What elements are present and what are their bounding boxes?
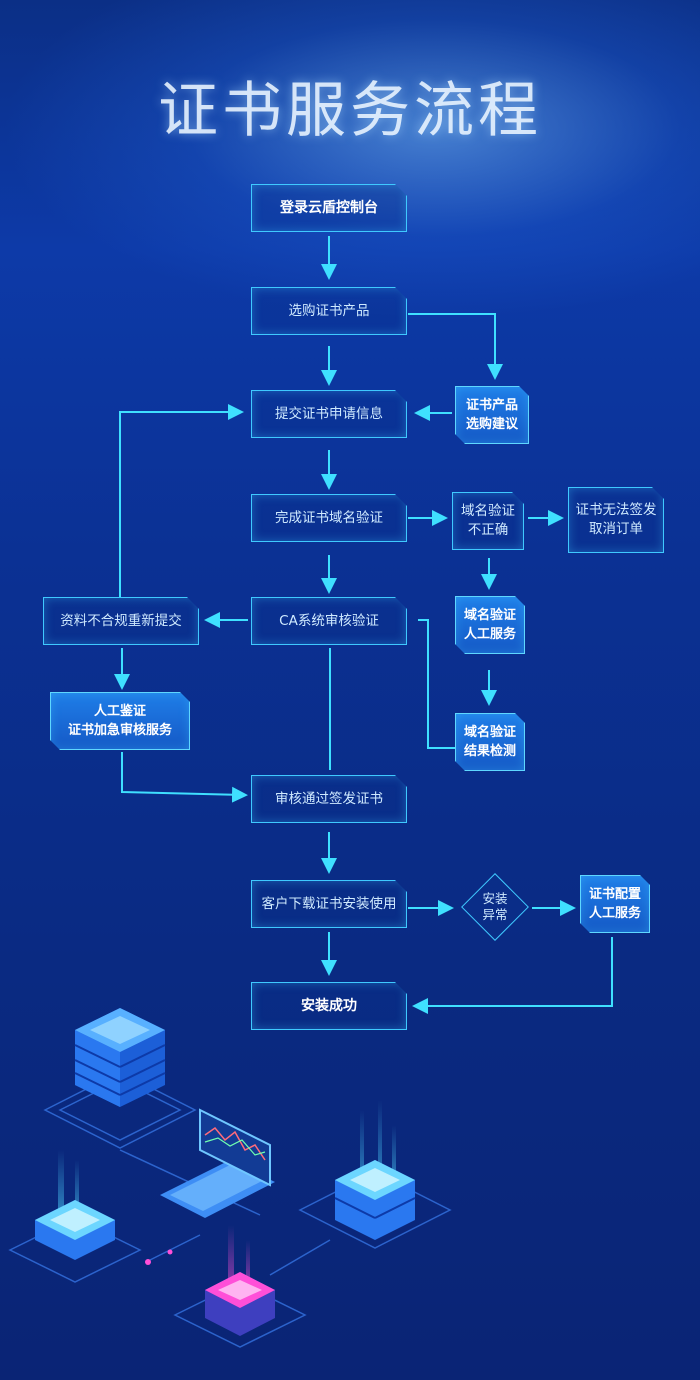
node-domain-manual: 域名验证 人工服务	[455, 596, 525, 654]
server-stack-icon	[74, 1008, 166, 1107]
node-cannot-issue: 证书无法签发 取消订单	[568, 487, 664, 553]
node-domain-check: 域名验证 结果检测	[455, 713, 525, 771]
node-resubmit: 资料不合规重新提交	[43, 597, 199, 645]
server-illustration	[8, 1008, 452, 1348]
header-glow	[0, 0, 700, 320]
step-install-success: 安装成功	[251, 982, 407, 1030]
step-ca-review: CA系统审核验证	[251, 597, 407, 645]
node-product-advice: 证书产品 选购建议	[455, 386, 529, 444]
step-submit-info: 提交证书申请信息	[251, 390, 407, 438]
step-login: 登录云盾控制台	[251, 184, 407, 232]
node-manual-review: 人工鉴证 证书加急审核服务	[50, 692, 190, 750]
step-issue-cert: 审核通过签发证书	[251, 775, 407, 823]
step-domain-verify: 完成证书域名验证	[251, 494, 407, 542]
server-node-icon	[35, 1150, 115, 1260]
step-select-product: 选购证书产品	[251, 287, 407, 335]
page-title: 证书服务流程	[158, 76, 542, 146]
node-domain-incorrect: 域名验证 不正确	[452, 492, 524, 550]
decision-install-error: 安装 异常	[461, 873, 529, 941]
step-download-install: 客户下载证书安装使用	[251, 880, 407, 928]
laptop-chart-icon	[160, 1108, 275, 1218]
node-config-manual: 证书配置 人工服务	[580, 875, 650, 933]
